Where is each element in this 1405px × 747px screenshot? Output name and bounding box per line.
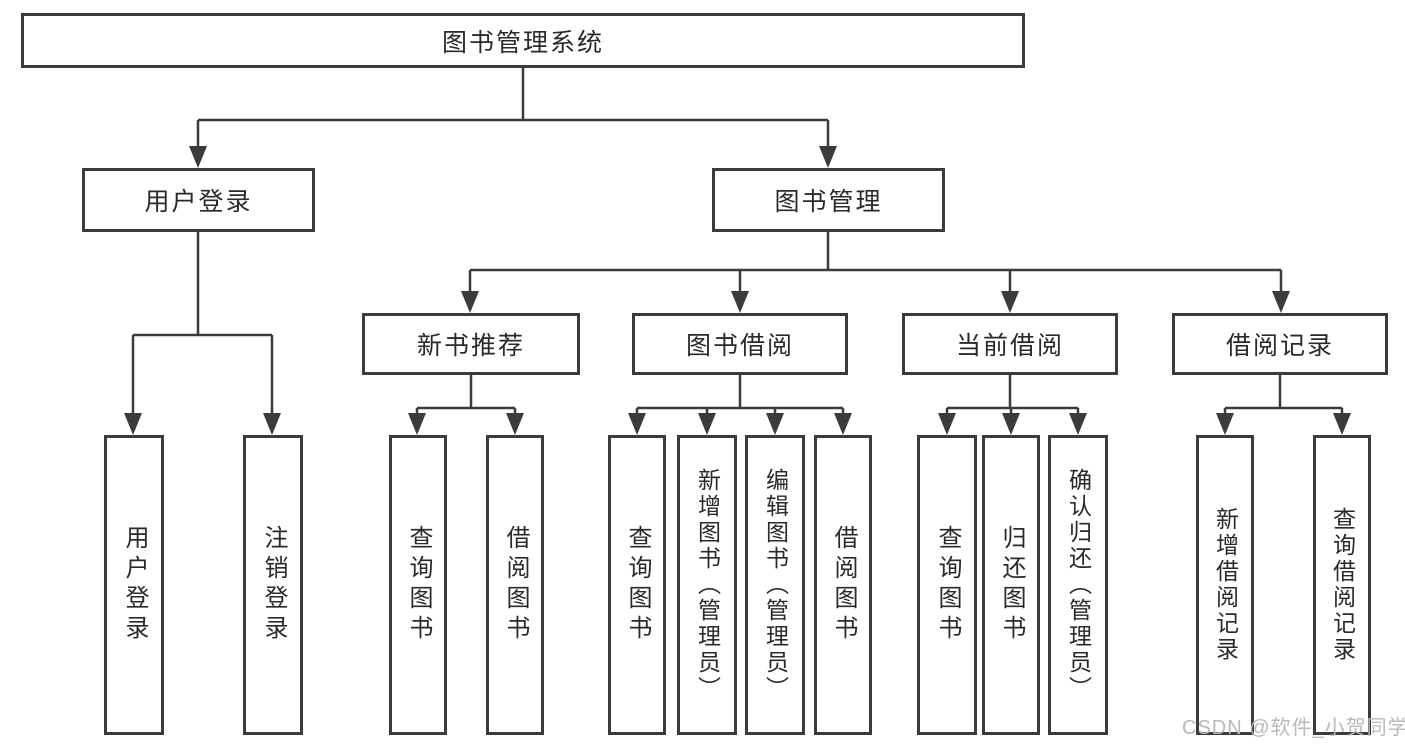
leaf-recommend-borrow-books: 借阅图书	[486, 435, 544, 735]
leaf-recommend-query-books: 查询图书	[389, 435, 447, 735]
leaf-borrowing-edit-books-admin: 编辑图书（管理员）	[745, 435, 805, 735]
node-user-login-branch: 用户登录	[82, 168, 315, 232]
leaf-user-login: 用户登录	[104, 435, 164, 735]
node-book-management-branch: 图书管理	[712, 168, 945, 232]
node-borrowing-records: 借阅记录	[1172, 313, 1388, 375]
node-book-borrowing: 图书借阅	[632, 313, 848, 375]
leaf-records-add-record: 新增借阅记录	[1196, 435, 1254, 735]
leaf-current-confirm-return-admin: 确认归还（管理员）	[1048, 435, 1108, 735]
leaf-logout: 注销登录	[243, 435, 303, 735]
node-new-book-recommend: 新书推荐	[362, 313, 580, 375]
leaf-borrowing-add-books-admin: 新增图书（管理员）	[677, 435, 737, 735]
leaf-records-query-record: 查询借阅记录	[1313, 435, 1371, 735]
node-root-library-system: 图书管理系统	[21, 13, 1025, 68]
csdn-watermark: CSDN @软件_小贺同学	[1182, 717, 1405, 739]
leaf-borrowing-query-books: 查询图书	[608, 435, 666, 735]
leaf-borrowing-borrow-books: 借阅图书	[814, 435, 872, 735]
leaf-current-query-books: 查询图书	[917, 435, 977, 735]
leaf-current-return-books: 归还图书	[982, 435, 1040, 735]
node-current-borrowing: 当前借阅	[902, 313, 1118, 375]
